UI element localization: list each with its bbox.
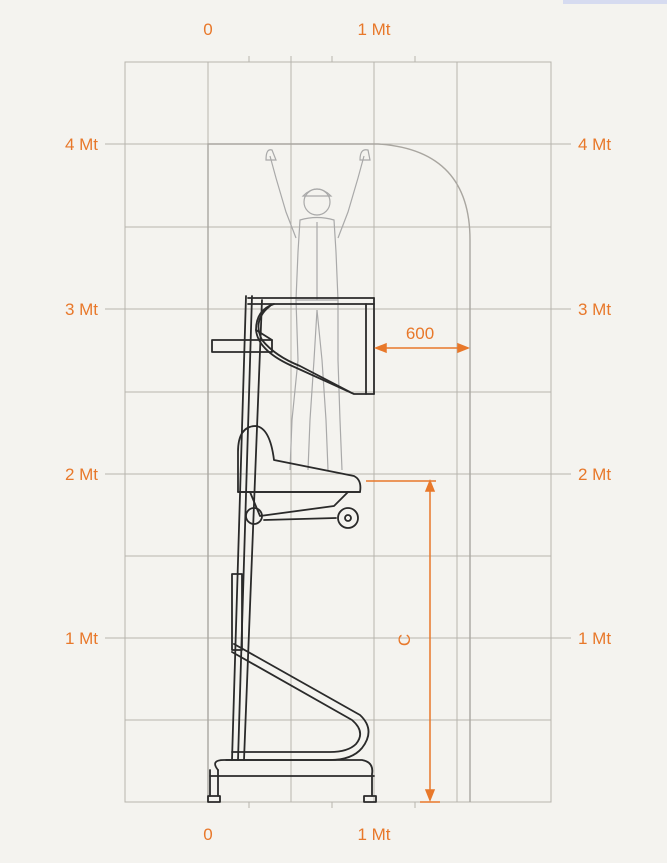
side-tray — [211, 339, 273, 353]
left-label-4mt: 4 Mt — [65, 135, 98, 154]
right-hand-icon — [359, 149, 371, 161]
right-label-3mt: 3 Mt — [578, 300, 611, 319]
rear-wheel-icon — [337, 507, 359, 529]
carriage-body — [237, 425, 362, 493]
grid-frame — [124, 61, 552, 803]
dimension-600-label: 600 — [406, 324, 434, 343]
grid — [105, 56, 571, 808]
dimension-c-label: C — [395, 634, 414, 646]
front-wheel-icon — [245, 507, 263, 525]
working-envelope-outline — [207, 143, 471, 802]
mast-front — [231, 295, 247, 761]
left-label-1mt: 1 Mt — [65, 629, 98, 648]
podium-machine — [207, 295, 377, 803]
base-foot-left — [207, 795, 221, 803]
hard-hat-icon — [301, 188, 333, 197]
mast-rear — [243, 299, 263, 761]
dimension-c — [366, 478, 440, 803]
operator-figure — [265, 149, 371, 471]
right-label-4mt: 4 Mt — [578, 135, 611, 154]
bottom-label-zero: 0 — [203, 825, 212, 844]
left-hand-icon — [265, 149, 277, 161]
top-label-zero: 0 — [203, 20, 212, 39]
bottom-label-one-mt: 1 Mt — [357, 825, 390, 844]
corner-tab — [563, 0, 667, 4]
mast-box — [231, 573, 243, 651]
operator-head — [303, 188, 331, 216]
base-foot-right — [363, 795, 377, 803]
right-label-1mt: 1 Mt — [578, 629, 611, 648]
left-label-3mt: 3 Mt — [65, 300, 98, 319]
left-label-2mt: 2 Mt — [65, 465, 98, 484]
dimension-600 — [373, 342, 471, 354]
right-label-2mt: 2 Mt — [578, 465, 611, 484]
top-label-one-mt: 1 Mt — [357, 20, 390, 39]
